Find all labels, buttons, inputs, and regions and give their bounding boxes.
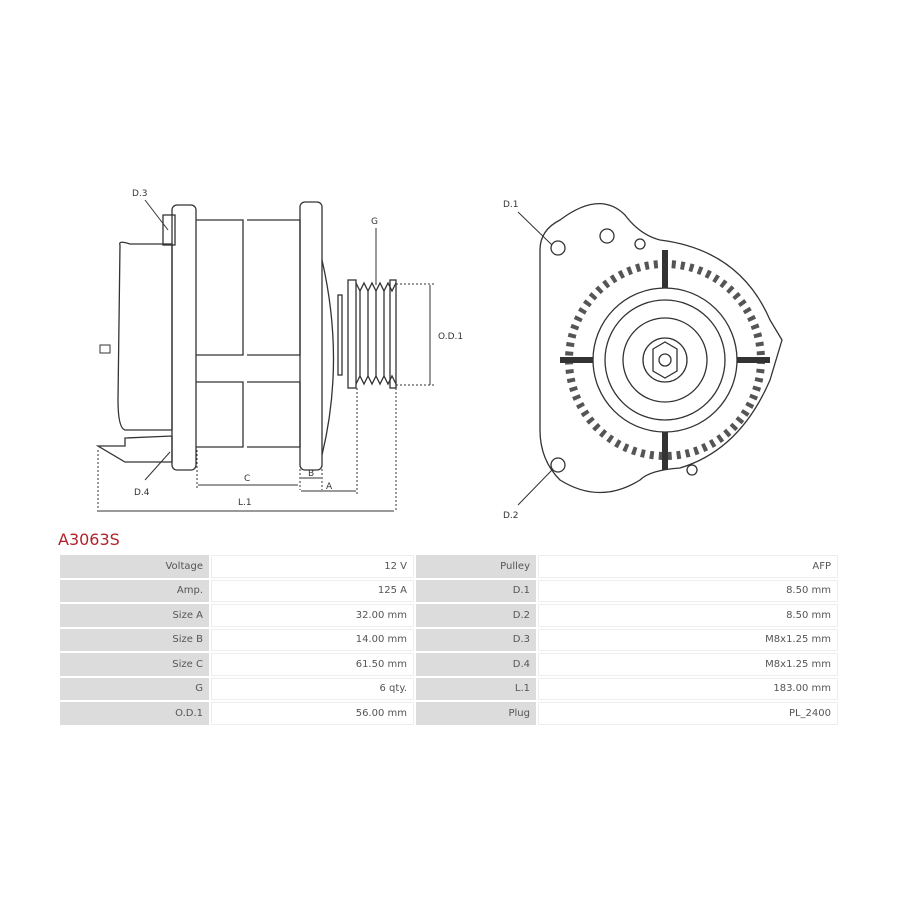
- label-d4: D.4: [134, 488, 150, 498]
- label-c: C: [244, 474, 250, 484]
- spec-label: Size A: [60, 604, 209, 627]
- spec-label: Plug: [416, 702, 536, 725]
- label-b: B: [308, 469, 314, 479]
- spec-label: Size C: [60, 653, 209, 676]
- label-g: G: [371, 217, 378, 227]
- alternator-technical-drawing: D.3 D.4 G O.D.1 C B A L.1 D.1 D.2: [95, 189, 783, 521]
- label-d3: D.3: [132, 189, 148, 199]
- spec-label: D.2: [416, 604, 536, 627]
- front-view: D.1 D.2: [503, 200, 783, 521]
- spec-label: Voltage: [60, 555, 209, 578]
- spec-value: 14.00 mm: [211, 628, 414, 651]
- spec-label: Amp.: [60, 579, 209, 602]
- spec-value: M8x1.25 mm: [538, 653, 838, 676]
- spec-value: 32.00 mm: [211, 604, 414, 627]
- label-a: A: [326, 482, 333, 492]
- spec-value: 61.50 mm: [211, 653, 414, 676]
- spec-value: M8x1.25 mm: [538, 628, 838, 651]
- label-d1: D.1: [503, 200, 519, 210]
- spec-value: PL_2400: [538, 702, 838, 725]
- spec-label: G: [60, 677, 209, 700]
- side-view: D.3 D.4 G O.D.1 C B A L.1: [95, 189, 463, 512]
- spec-value: 125 A: [211, 579, 414, 602]
- spec-value: 183.00 mm: [538, 677, 838, 700]
- spec-value: 56.00 mm: [211, 702, 414, 725]
- spec-value: 12 V: [211, 555, 414, 578]
- spec-label: Size B: [60, 628, 209, 651]
- spec-label: D.3: [416, 628, 536, 651]
- spec-label: O.D.1: [60, 702, 209, 725]
- spec-value: 6 qty.: [211, 677, 414, 700]
- product-code: A3063S: [58, 530, 120, 549]
- label-od1: O.D.1: [438, 332, 463, 342]
- label-l1: L.1: [238, 498, 252, 508]
- spec-label: D.4: [416, 653, 536, 676]
- spec-value: AFP: [538, 555, 838, 578]
- spec-value: 8.50 mm: [538, 579, 838, 602]
- label-d2: D.2: [503, 511, 519, 521]
- spec-label: L.1: [416, 677, 536, 700]
- spec-label: Pulley: [416, 555, 536, 578]
- spec-value: 8.50 mm: [538, 604, 838, 627]
- spec-label: D.1: [416, 579, 536, 602]
